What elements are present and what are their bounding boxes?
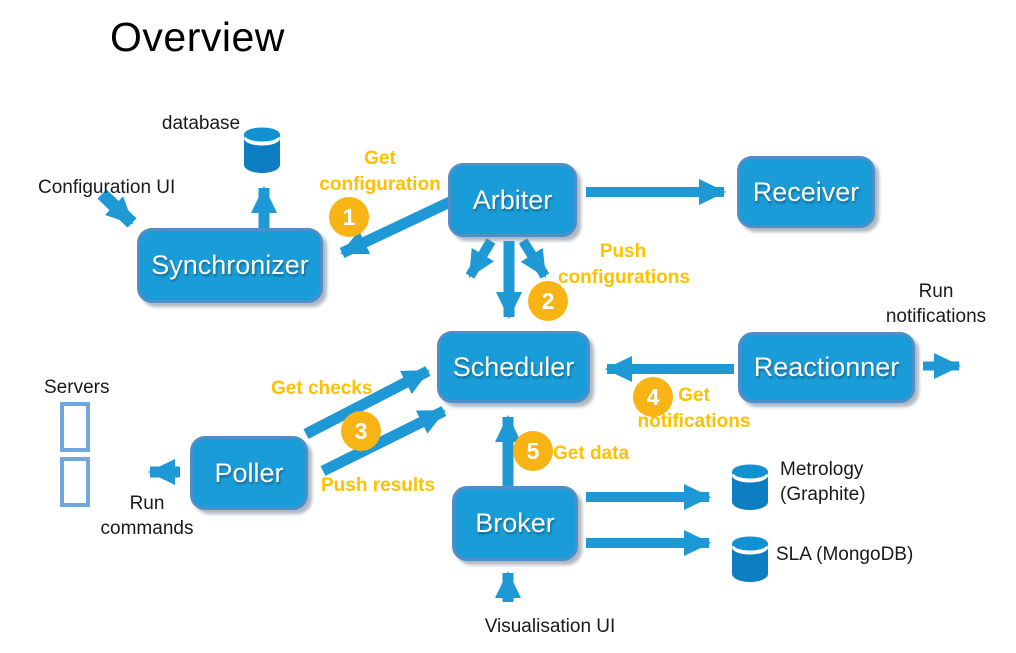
node-reactionner-label: Reactionner [753, 352, 900, 382]
sla-database-icon [732, 536, 768, 582]
node-arbiter: Arbiter [448, 163, 577, 237]
node-arbiter-label: Arbiter [472, 184, 553, 215]
step-badge-5: 5 [513, 431, 553, 471]
run-commands-label: Run commands [100, 493, 194, 540]
page-title: Overview [110, 14, 285, 60]
push-configurations-label: Push configurations [558, 241, 690, 288]
get-notifications-label: Get notifications [637, 385, 751, 432]
node-synchronizer: Synchronizer [137, 228, 323, 303]
node-broker-label: Broker [475, 508, 555, 538]
node-poller-label: Poller [214, 457, 284, 488]
metrology-database-icon [732, 464, 768, 510]
get-configuration-label: Get configuration [319, 148, 441, 195]
step-badge-2: 2 [528, 281, 568, 321]
node-scheduler: Scheduler [437, 331, 590, 403]
node-poller: Poller [190, 436, 308, 510]
visualisation-ui-label: Visualisation UI [484, 616, 616, 637]
step-badge-1: 1 [329, 197, 369, 237]
get-checks-label: Get checks [271, 378, 373, 399]
step-badge-3: 3 [341, 411, 381, 451]
sla-label: SLA (MongoDB) [776, 544, 914, 565]
run-notifications-label: Run notifications [885, 281, 987, 328]
database-icon [244, 127, 280, 173]
node-receiver-label: Receiver [752, 176, 860, 207]
metrology-label: Metrology (Graphite) [780, 459, 866, 506]
arrow-poller-push-results [320, 406, 447, 476]
arrow-arbiter-down-right [518, 238, 550, 279]
get-data-label: Get data [553, 443, 630, 464]
configuration-ui-label: Configuration UI [38, 177, 176, 198]
arrow-arbiter-down-left [465, 238, 496, 279]
servers-label: Servers [44, 377, 110, 398]
database-label: database [161, 113, 241, 134]
node-synchronizer-label: Synchronizer [151, 250, 309, 280]
step-badge-4: 4 [633, 377, 673, 417]
push-results-label: Push results [321, 475, 436, 496]
server-icon [60, 402, 90, 452]
node-broker: Broker [452, 486, 578, 561]
node-reactionner: Reactionner [738, 332, 915, 403]
node-receiver: Receiver [737, 156, 875, 228]
node-scheduler-label: Scheduler [452, 351, 575, 382]
server-icon [60, 457, 90, 507]
